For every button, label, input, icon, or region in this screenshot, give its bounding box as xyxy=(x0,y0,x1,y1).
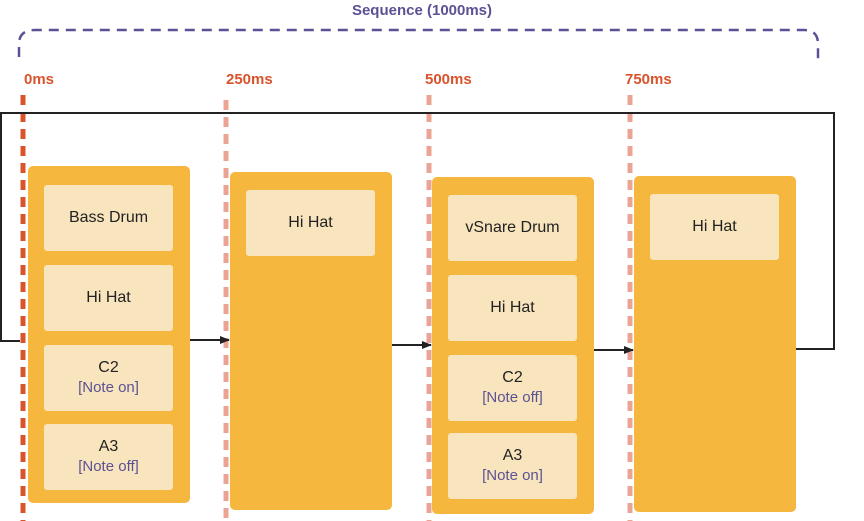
time-slot-column-2: vSnare Drum Hi Hat C2 [Note off] A3 [Not… xyxy=(432,177,594,514)
loop-back-connector xyxy=(0,112,835,350)
event-block: vSnare Drum xyxy=(448,195,577,261)
event-label: A3 xyxy=(98,438,119,455)
sequence-title: Sequence (1000ms) xyxy=(351,2,493,19)
event-label: C2 xyxy=(502,369,523,386)
event-note-state: [Note off] xyxy=(482,389,543,406)
time-label-1: 250ms xyxy=(226,71,273,88)
event-label: A3 xyxy=(502,447,523,464)
event-block: Bass Drum xyxy=(44,185,173,251)
time-slot-column-3: Hi Hat xyxy=(634,176,796,512)
event-block: Hi Hat xyxy=(44,265,173,331)
event-block: C2 [Note off] xyxy=(448,355,577,421)
time-slot-column-0: Bass Drum Hi Hat C2 [Note on] A3 [Note o… xyxy=(28,166,190,503)
time-slot-column-1: Hi Hat xyxy=(230,172,392,510)
event-label: Hi Hat xyxy=(692,218,737,235)
event-note-state: [Note on] xyxy=(482,467,543,484)
event-label: Hi Hat xyxy=(86,289,131,306)
event-block: Hi Hat xyxy=(448,275,577,341)
event-block: C2 [Note on] xyxy=(44,345,173,411)
time-label-0: 0ms xyxy=(24,71,55,88)
event-label: vSnare Drum xyxy=(465,219,560,236)
event-label: Bass Drum xyxy=(68,209,149,226)
event-block: Hi Hat xyxy=(650,194,779,260)
event-note-state: [Note on] xyxy=(78,379,139,396)
event-label: C2 xyxy=(98,359,119,376)
sequence-bracket xyxy=(17,28,820,62)
time-label-3: 750ms xyxy=(625,71,672,88)
event-block: A3 [Note off] xyxy=(44,424,173,490)
event-block: A3 [Note on] xyxy=(448,433,577,499)
event-note-state: [Note off] xyxy=(78,458,139,475)
time-label-2: 500ms xyxy=(425,71,472,88)
event-block: Hi Hat xyxy=(246,190,375,256)
event-label: Hi Hat xyxy=(490,299,535,316)
event-label: Hi Hat xyxy=(288,214,333,231)
